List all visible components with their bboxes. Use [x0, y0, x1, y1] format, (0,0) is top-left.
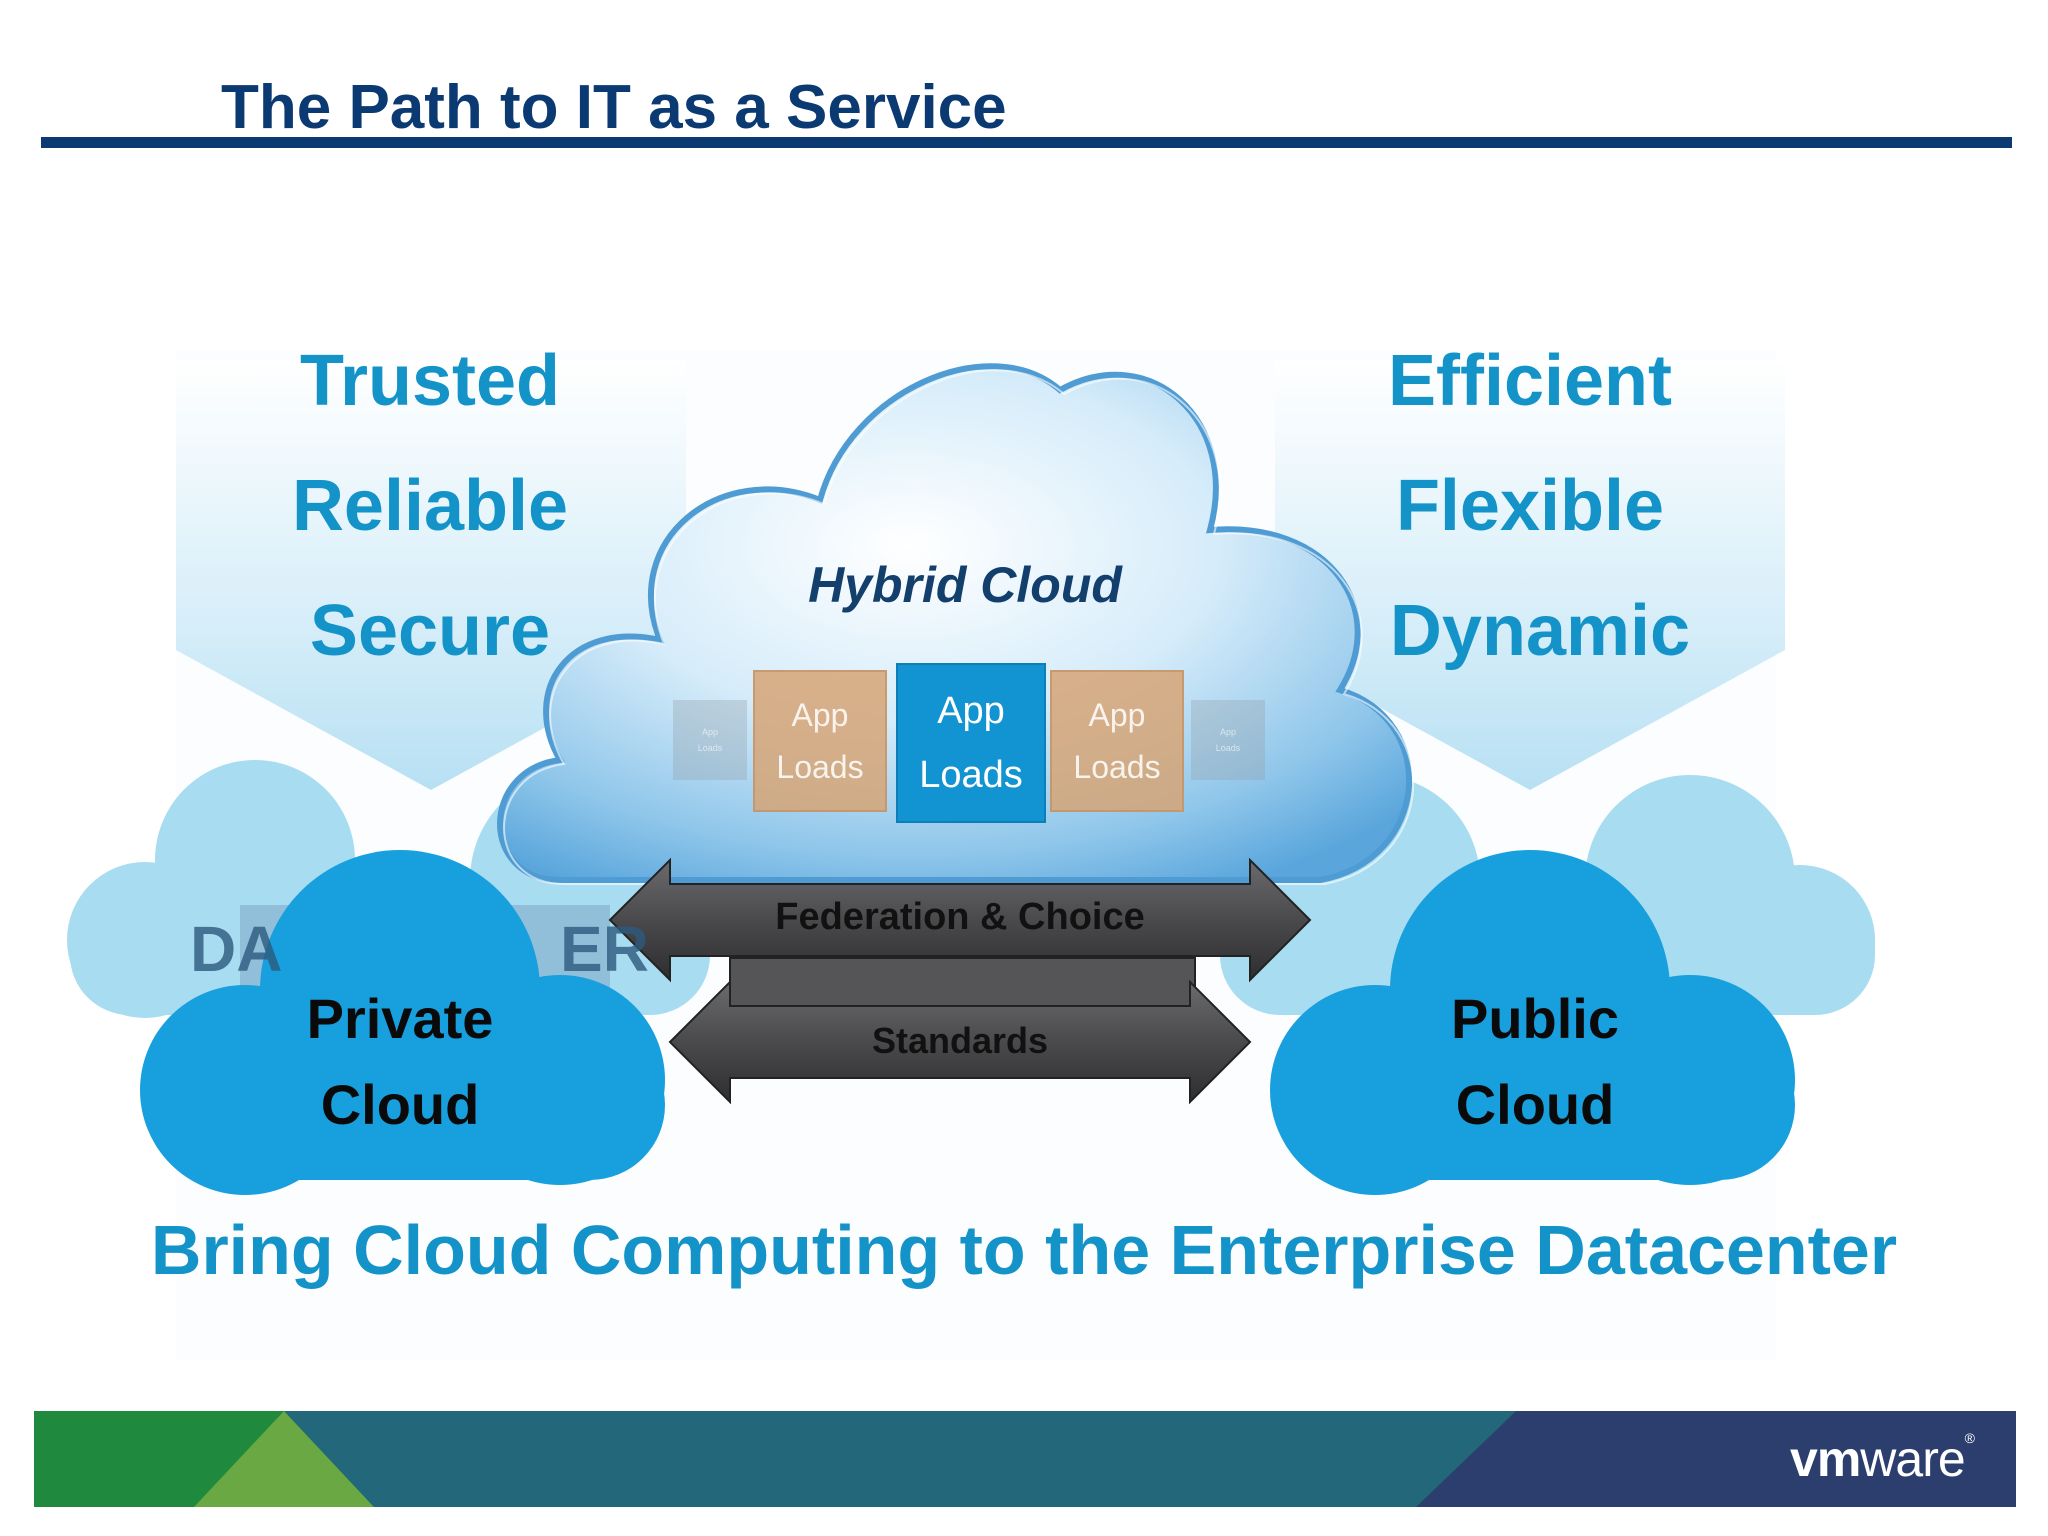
app-loads-right-line2: Loads [1073, 749, 1161, 785]
public-cloud-label: Public Cloud [1385, 976, 1685, 1148]
app-loads-tiny-left-line2: Loads [697, 743, 723, 753]
app-loads-main-line2: Loads [919, 754, 1023, 796]
app-loads-tiny-right-line2: Loads [1215, 743, 1241, 753]
logo-vm: vm [1790, 1431, 1861, 1487]
attribute-trusted: Trusted [299, 341, 561, 421]
footer-navy [1416, 1411, 2016, 1507]
logo-registered-mark: ® [1964, 1430, 1975, 1446]
public-cloud-line2: Cloud [1455, 1073, 1615, 1136]
app-loads-left-line2: Loads [776, 749, 864, 785]
federation-choice-label: Federation & Choice [775, 896, 1145, 938]
footer-teal [284, 1411, 1516, 1507]
slide-title: The Path to IT as a Service [221, 73, 1007, 142]
attribute-efficient: Efficient [1387, 341, 1673, 421]
federation-arrow [608, 857, 1312, 983]
app-loads-left: App Loads [753, 670, 887, 812]
public-cloud-shape [1270, 850, 1795, 1195]
footer-band [34, 1411, 2016, 1507]
right-chevron [1275, 360, 1785, 790]
attribute-dynamic: Dynamic [1389, 591, 1691, 671]
attribute-secure: Secure [309, 591, 551, 671]
standards-label: Standards [871, 1020, 1049, 1061]
app-loads-left-line1: App [791, 697, 849, 733]
footer-lime-triangle [194, 1411, 374, 1507]
logo-ware: ware [1860, 1431, 1965, 1487]
app-loads-right: App Loads [1050, 670, 1184, 812]
ghost-text-left: DA [190, 913, 283, 985]
app-loads-main: App Loads [896, 663, 1046, 823]
app-loads-main-line1: App [937, 690, 1005, 732]
app-loads-tiny-right: App Loads [1191, 700, 1265, 780]
app-loads-tiny-right-line1: App [1219, 727, 1236, 737]
ghost-text-right: ER [560, 913, 649, 985]
vmware-logo: vmware® [1790, 1430, 1975, 1488]
app-loads-tiny-left-line1: App [701, 727, 718, 737]
private-cloud-line2: Cloud [320, 1073, 480, 1136]
attribute-reliable: Reliable [291, 466, 569, 546]
private-cloud-line1: Private [306, 987, 494, 1050]
private-cloud-shape [140, 850, 665, 1195]
private-cloud-label: Private Cloud [250, 976, 550, 1148]
title-underline [41, 137, 2012, 148]
attribute-flexible: Flexible [1395, 466, 1665, 546]
public-cloud-line1: Public [1450, 987, 1620, 1050]
tagline: Bring Cloud Computing to the Enterprise … [150, 1211, 1898, 1289]
app-loads-tiny-left: App Loads [673, 700, 747, 780]
standards-arrow [668, 979, 1252, 1105]
hybrid-cloud-label: Hybrid Cloud [808, 557, 1122, 613]
arrow-connector [729, 957, 1196, 1007]
app-loads-right-line1: App [1088, 697, 1146, 733]
